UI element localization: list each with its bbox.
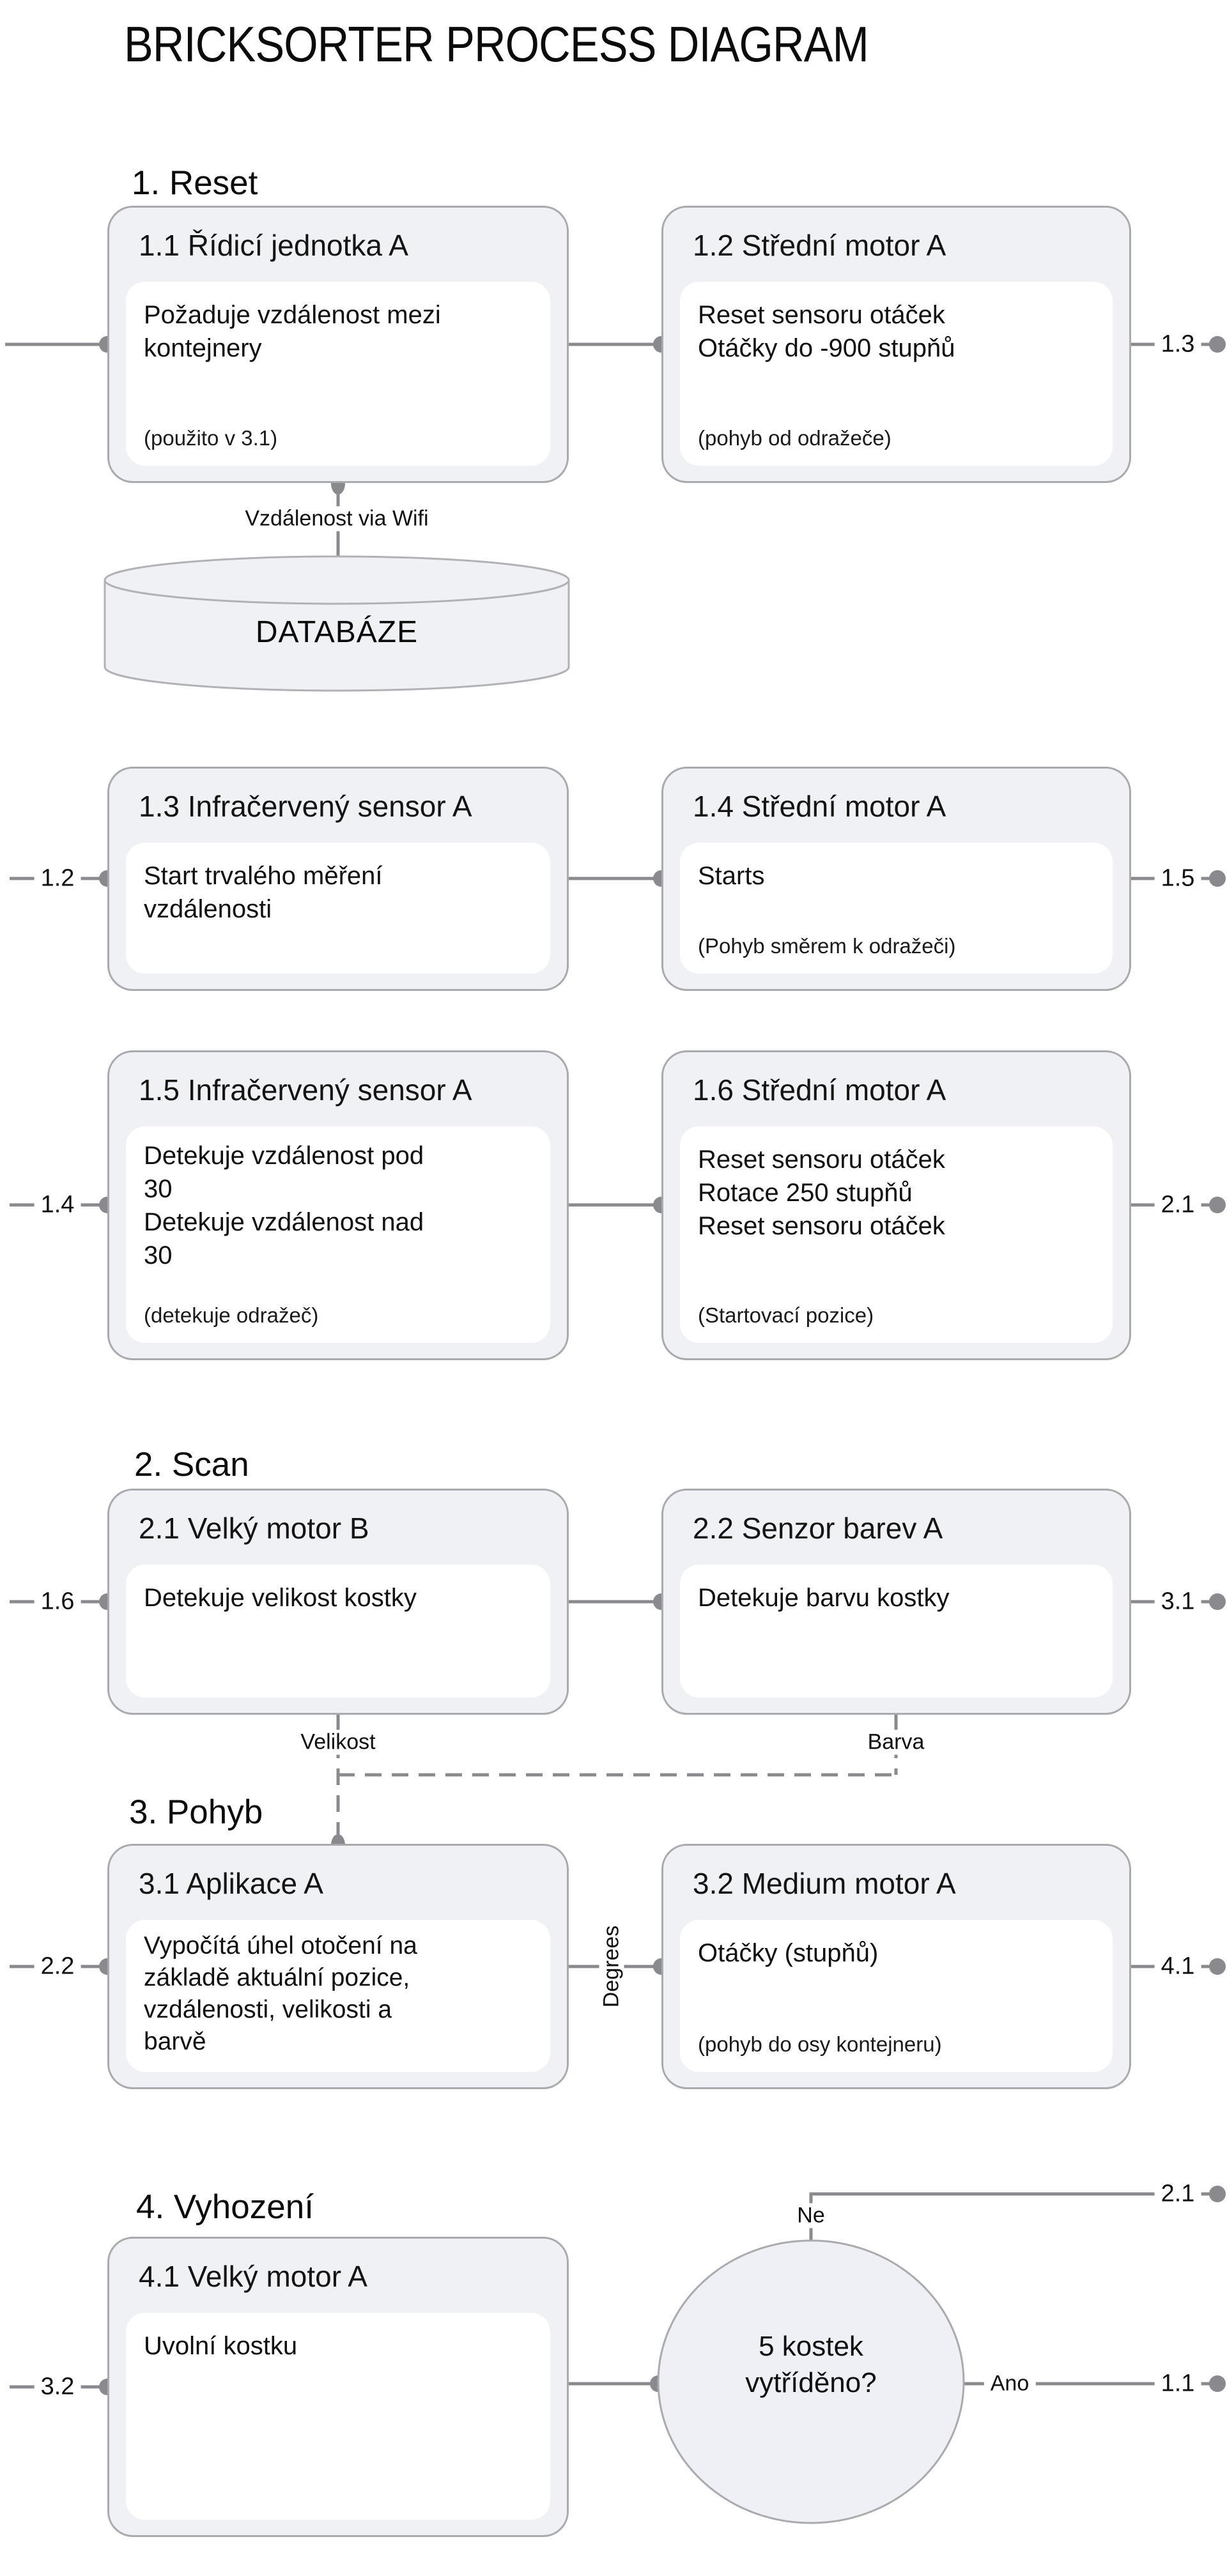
degrees-edge-label: Degrees xyxy=(599,1919,624,2014)
node-note: (pohyb do osy kontejneru) xyxy=(698,2032,942,2056)
node-title: 1.5 Infračervený sensor A xyxy=(139,1073,472,1107)
node-note: (použito v 3.1) xyxy=(144,426,278,450)
node-note: (Startovací pozice) xyxy=(698,1303,874,1327)
node-title: 1.1 Řídicí jednotka A xyxy=(139,229,408,262)
node-body: Detekuje barvu kostky xyxy=(698,1584,950,1612)
node-body-panel: Vypočítá úhel otočení na základě aktuáln… xyxy=(126,1920,550,2072)
node-body: Starts xyxy=(698,862,765,890)
node-note: (pohyb od odražeče) xyxy=(698,426,891,450)
ne-loop-line xyxy=(809,2192,1213,2241)
ne-branch-label: Ne xyxy=(791,2203,831,2228)
node-note: (detekuje odražeč) xyxy=(144,1303,319,1327)
node-body: Start trvalého měření vzdálenosti xyxy=(144,862,383,923)
node-title: 1.3 Infračervený sensor A xyxy=(139,790,472,823)
node-body: Detekuje velikost kostky xyxy=(144,1584,417,1612)
database-cylinder xyxy=(104,555,570,692)
node-body-panel: Požaduje vzdálenost mezi kontejnery (pou… xyxy=(126,282,550,466)
node-body-panel: Start trvalého měření vzdálenosti xyxy=(126,843,550,974)
ref-label-4-1: 4.1 xyxy=(1154,1952,1201,1981)
node-title: 1.6 Střední motor A xyxy=(693,1073,946,1107)
connector-dot xyxy=(1209,336,1226,353)
node-3-1: 3.1 Aplikace A Vypočítá úhel otočení na … xyxy=(107,1844,569,2089)
node-title: 1.4 Střední motor A xyxy=(693,790,946,823)
ref-label-ne-2-1: 2.1 xyxy=(1154,2180,1201,2208)
node-body-panel: Reset sensoru otáček Rotace 250 stupňů R… xyxy=(680,1126,1113,1343)
wifi-edge-label: Vzdálenost via Wifi xyxy=(238,506,435,532)
decision-ellipse xyxy=(657,2239,965,2524)
node-1-1: 1.1 Řídicí jednotka A Požaduje vzdálenos… xyxy=(107,206,569,483)
node-body: Požaduje vzdálenost mezi kontejnery xyxy=(144,301,441,362)
node-3-2: 3.2 Medium motor A Otáčky (stupňů) (pohy… xyxy=(661,1844,1131,2089)
node-body-panel: Uvolní kostku xyxy=(126,2313,550,2520)
connector-dot xyxy=(1209,2186,1226,2202)
ano-branch-label: Ano xyxy=(984,2371,1036,2396)
node-2-2: 2.2 Senzor barev A Detekuje barvu kostky xyxy=(661,1489,1131,1715)
node-1-3: 1.3 Infračervený sensor A Start trvalého… xyxy=(107,767,569,991)
node-1-4: 1.4 Střední motor A Starts (Pohyb směrem… xyxy=(661,767,1131,991)
ref-label-3-2: 3.2 xyxy=(34,2373,81,2401)
barva-edge-label: Barva xyxy=(861,1729,931,1755)
connector-dot xyxy=(1209,1958,1226,1975)
node-2-1: 2.1 Velký motor B Detekuje velikost kost… xyxy=(107,1489,569,1715)
database-label: DATABÁZE xyxy=(255,615,419,649)
node-body: Reset sensoru otáček Otáčky do -900 stup… xyxy=(698,301,955,362)
node-body-panel: Detekuje vzdálenost pod 30 Detekuje vzdá… xyxy=(126,1126,550,1343)
ref-label-2-2: 2.2 xyxy=(34,1952,81,1981)
page-title: BRICKSORTER PROCESS DIAGRAM xyxy=(124,16,869,72)
node-title: 3.2 Medium motor A xyxy=(693,1867,956,1900)
ref-label-1-6: 1.6 xyxy=(34,1588,81,1616)
node-body-panel: Starts (Pohyb směrem k odražeči) xyxy=(680,843,1113,974)
ref-label-3-1: 3.1 xyxy=(1154,1588,1201,1616)
ref-label-1-3: 1.3 xyxy=(1154,330,1201,358)
ref-label-2-1: 2.1 xyxy=(1154,1191,1201,1219)
velikost-edge-label: Velikost xyxy=(294,1729,382,1755)
section-header-pohyb: 3. Pohyb xyxy=(129,1793,263,1831)
node-body-panel: Otáčky (stupňů) (pohyb do osy kontejneru… xyxy=(680,1920,1113,2072)
database-cylinder-body xyxy=(104,580,570,692)
node-body: Vypočítá úhel otočení na základě aktuáln… xyxy=(144,1932,417,2055)
section-header-vyhozeni: 4. Vyhození xyxy=(136,2188,314,2226)
connector-dot xyxy=(1209,2375,1226,2392)
node-body-panel: Detekuje barvu kostky xyxy=(680,1565,1113,1698)
node-body: Otáčky (stupňů) xyxy=(698,1939,879,1967)
connector-dot xyxy=(1209,1197,1226,1213)
node-title: 2.2 Senzor barev A xyxy=(693,1512,943,1545)
section-header-scan: 2. Scan xyxy=(134,1446,249,1483)
connector-dot xyxy=(1209,870,1226,887)
section-header-reset: 1. Reset xyxy=(132,164,258,202)
node-1-5: 1.5 Infračervený sensor A Detekuje vzdál… xyxy=(107,1050,569,1360)
node-title: 4.1 Velký motor A xyxy=(139,2260,367,2293)
ref-label-1-2: 1.2 xyxy=(34,864,81,893)
node-title: 2.1 Velký motor B xyxy=(139,1512,369,1545)
decision-label: 5 kostek vytříděno? xyxy=(745,2331,877,2399)
node-body: Uvolní kostku xyxy=(144,2332,298,2360)
ref-label-1-4: 1.4 xyxy=(34,1191,81,1219)
node-title: 3.1 Aplikace A xyxy=(139,1867,323,1900)
database-cylinder-top xyxy=(104,555,570,605)
connector-dot xyxy=(1209,1593,1226,1610)
node-title: 1.2 Střední motor A xyxy=(693,229,946,262)
node-note: (Pohyb směrem k odražeči) xyxy=(698,934,956,958)
node-body: Detekuje vzdálenost pod 30 Detekuje vzdá… xyxy=(144,1142,424,1269)
node-body-panel: Reset sensoru otáček Otáčky do -900 stup… xyxy=(680,282,1113,466)
node-body-panel: Detekuje velikost kostky xyxy=(126,1565,550,1698)
node-1-2: 1.2 Střední motor A Reset sensoru otáček… xyxy=(661,206,1131,483)
ref-label-ano-1-1: 1.1 xyxy=(1154,2370,1201,2398)
ref-label-1-5: 1.5 xyxy=(1154,864,1201,893)
node-1-6: 1.6 Střední motor A Reset sensoru otáček… xyxy=(661,1050,1131,1360)
node-body: Reset sensoru otáček Rotace 250 stupňů R… xyxy=(698,1146,945,1240)
node-4-1: 4.1 Velký motor A Uvolní kostku xyxy=(107,2237,569,2537)
